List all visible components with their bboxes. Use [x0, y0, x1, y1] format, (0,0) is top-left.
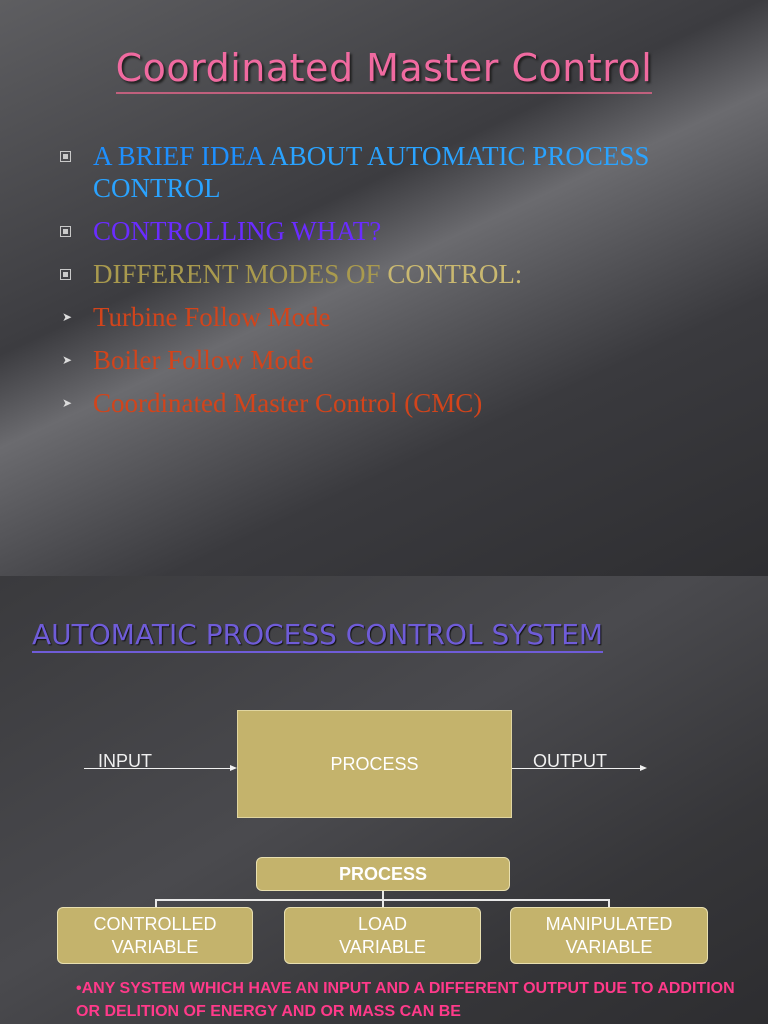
bullet-item: ➤ Coordinated Master Control (CMC)	[60, 387, 700, 419]
input-arrowhead	[230, 765, 237, 771]
square-bullet-icon	[60, 151, 71, 162]
input-arrow-line	[84, 768, 230, 769]
bullet-item: A BRIEF IDEA ABOUT AUTOMATIC PROCESS CON…	[60, 140, 700, 204]
square-bullet-icon	[60, 269, 71, 280]
slide-1-title: Coordinated Master Control	[0, 46, 768, 94]
arrow-bullet-icon: ➤	[62, 353, 73, 367]
output-label: OUTPUT	[533, 751, 607, 771]
bullet-item: CONTROLLING WHAT?	[60, 215, 700, 247]
bullet-item: ➤ Boiler Follow Mode	[60, 344, 700, 376]
bullet-text: CONTROL:	[387, 259, 523, 289]
bullet-text: CONTROLLING WHAT?	[93, 216, 382, 246]
slide-2-title: AUTOMATIC PROCESS CONTROL SYSTEM	[32, 618, 604, 653]
bullet-text: Boiler Follow Mode	[93, 345, 314, 375]
slide-1: Coordinated Master Control A BRIEF IDEA …	[0, 0, 768, 576]
bullet-text: DIFFERENT MODES OF	[93, 259, 388, 289]
bullet-item: ➤ Turbine Follow Mode	[60, 301, 700, 333]
input-label: INPUT	[98, 751, 152, 771]
output-arrow-line	[512, 768, 640, 769]
tree-root-process: PROCESS	[256, 857, 510, 891]
tree-connector-left	[155, 899, 157, 908]
bullet-text: A BRIEF IDEA	[93, 141, 270, 171]
bullet-text: Coordinated Master Control (CMC)	[93, 388, 483, 418]
process-box: PROCESS	[237, 710, 512, 818]
bullet-text: Turbine Follow Mode	[93, 302, 331, 332]
arrow-bullet-icon: ➤	[62, 310, 73, 324]
definition-note: •ANY SYSTEM WHICH HAVE AN INPUT AND A DI…	[76, 980, 735, 1020]
slide-2: AUTOMATIC PROCESS CONTROL SYSTEM INPUT P…	[0, 576, 768, 1024]
square-bullet-icon	[60, 226, 71, 237]
tree-connector-right	[608, 899, 610, 908]
output-arrowhead	[640, 765, 647, 771]
bullet-list: A BRIEF IDEA ABOUT AUTOMATIC PROCESS CON…	[60, 140, 700, 430]
bullet-item: DIFFERENT MODES OF CONTROL:	[60, 258, 700, 290]
bullet-text: ABOUT AUTOMATIC PROCESS CONTROL	[93, 141, 650, 203]
tree-connector-bar	[155, 899, 610, 901]
arrow-bullet-icon: ➤	[62, 396, 73, 410]
